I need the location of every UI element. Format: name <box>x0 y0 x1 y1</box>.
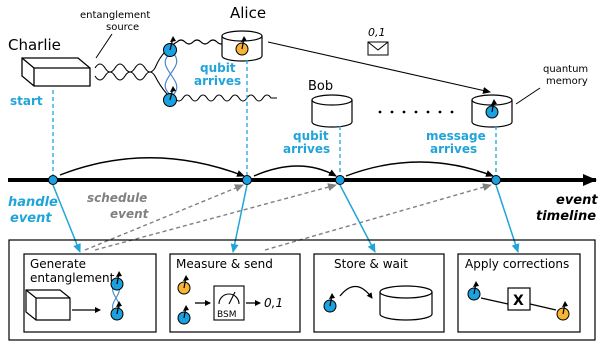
charlie-label: Charlie <box>8 36 61 54</box>
x-gate-label: X <box>513 293 524 309</box>
protocol-actions-container <box>8 239 596 341</box>
entanglement-source-box <box>21 57 91 87</box>
schedule-event-label-1: schedule <box>87 191 147 205</box>
quantum-memory-cylinder <box>471 94 513 128</box>
timeline-event-markers <box>48 175 501 185</box>
qubit-icon-generated-top <box>110 271 124 291</box>
handle-event-label-2: event <box>10 211 52 226</box>
source-icon-small <box>25 289 71 321</box>
qubit-icon-store <box>323 293 337 313</box>
bob-qubit-arrives-label-1: qubit <box>293 129 329 143</box>
bsm-meter-icon <box>213 285 245 321</box>
event-timeline-label-1: event <box>556 193 598 208</box>
alice-label: Alice <box>230 4 266 22</box>
qubit-icon-measure-orange <box>177 275 191 295</box>
qubit-icon-traveling-bob <box>163 86 177 107</box>
qubit-icon-correction-out <box>556 301 570 321</box>
measure-send-title: Measure & send <box>176 257 273 271</box>
handle-event-label-1: handle <box>8 195 58 210</box>
quantum-memory-label-2: memory <box>546 76 588 87</box>
generate-entanglement-title-2: entanglement <box>30 271 115 285</box>
entanglement-source-label-1: entanglement <box>80 10 150 21</box>
bob-qubit-arrives-label-2: arrives <box>283 142 330 156</box>
qubit-icon-measure-blue <box>177 305 191 325</box>
generate-entanglement-title-1: Generate <box>30 257 86 271</box>
store-wait-title: Store & wait <box>334 257 408 271</box>
alice-qubit-arrives-label-1: qubit <box>200 61 236 75</box>
message-bits-label: 0,1 <box>368 26 386 39</box>
bob-quantum-memory-cylinder <box>311 94 353 128</box>
store-curve-arrow <box>339 285 373 299</box>
alice-qubit-arrives-label-2: arrives <box>194 74 241 88</box>
message-arrives-label-1: message <box>426 129 486 143</box>
measure-output-bits: 0,1 <box>264 296 283 310</box>
photon-path-to-bob <box>94 71 277 102</box>
schedule-event-arrows <box>84 183 492 251</box>
apply-corrections-title: Apply corrections <box>465 257 569 271</box>
event-drop-lines <box>52 60 497 180</box>
bob-label: Bob <box>308 79 333 94</box>
classical-message-arrow <box>267 41 491 94</box>
correction-input-line <box>480 297 509 305</box>
x-gate-box <box>507 287 531 311</box>
qubit-icon-memory-stored <box>485 99 499 119</box>
envelope-icon <box>367 41 389 56</box>
message-arrives-label-2: arrives <box>430 142 477 156</box>
quantum-memory-label-1: quantum <box>543 64 588 75</box>
event-timeline-label-2: timeline <box>536 209 596 224</box>
handle-event-arrows <box>52 184 520 253</box>
qubit-icon-generated-bottom <box>110 301 124 321</box>
qubit-icon-correction-in <box>467 281 481 301</box>
memory-pointer-line <box>515 87 541 105</box>
bsm-label: BSM <box>217 310 237 320</box>
ellipsis-dots <box>378 110 454 114</box>
start-event-label: start <box>10 94 43 108</box>
entanglement-link <box>164 51 178 97</box>
schedule-event-label-2: event <box>110 207 150 221</box>
correction-output-line <box>529 303 557 311</box>
qubit-icon-traveling-alice <box>163 36 177 57</box>
schedule-arcs <box>59 157 494 177</box>
store-memory-cylinder <box>379 285 433 321</box>
source-pointer-line <box>95 33 113 59</box>
entanglement-source-label-2: source <box>106 22 139 33</box>
qubit-icon-alice-stored <box>235 36 249 56</box>
